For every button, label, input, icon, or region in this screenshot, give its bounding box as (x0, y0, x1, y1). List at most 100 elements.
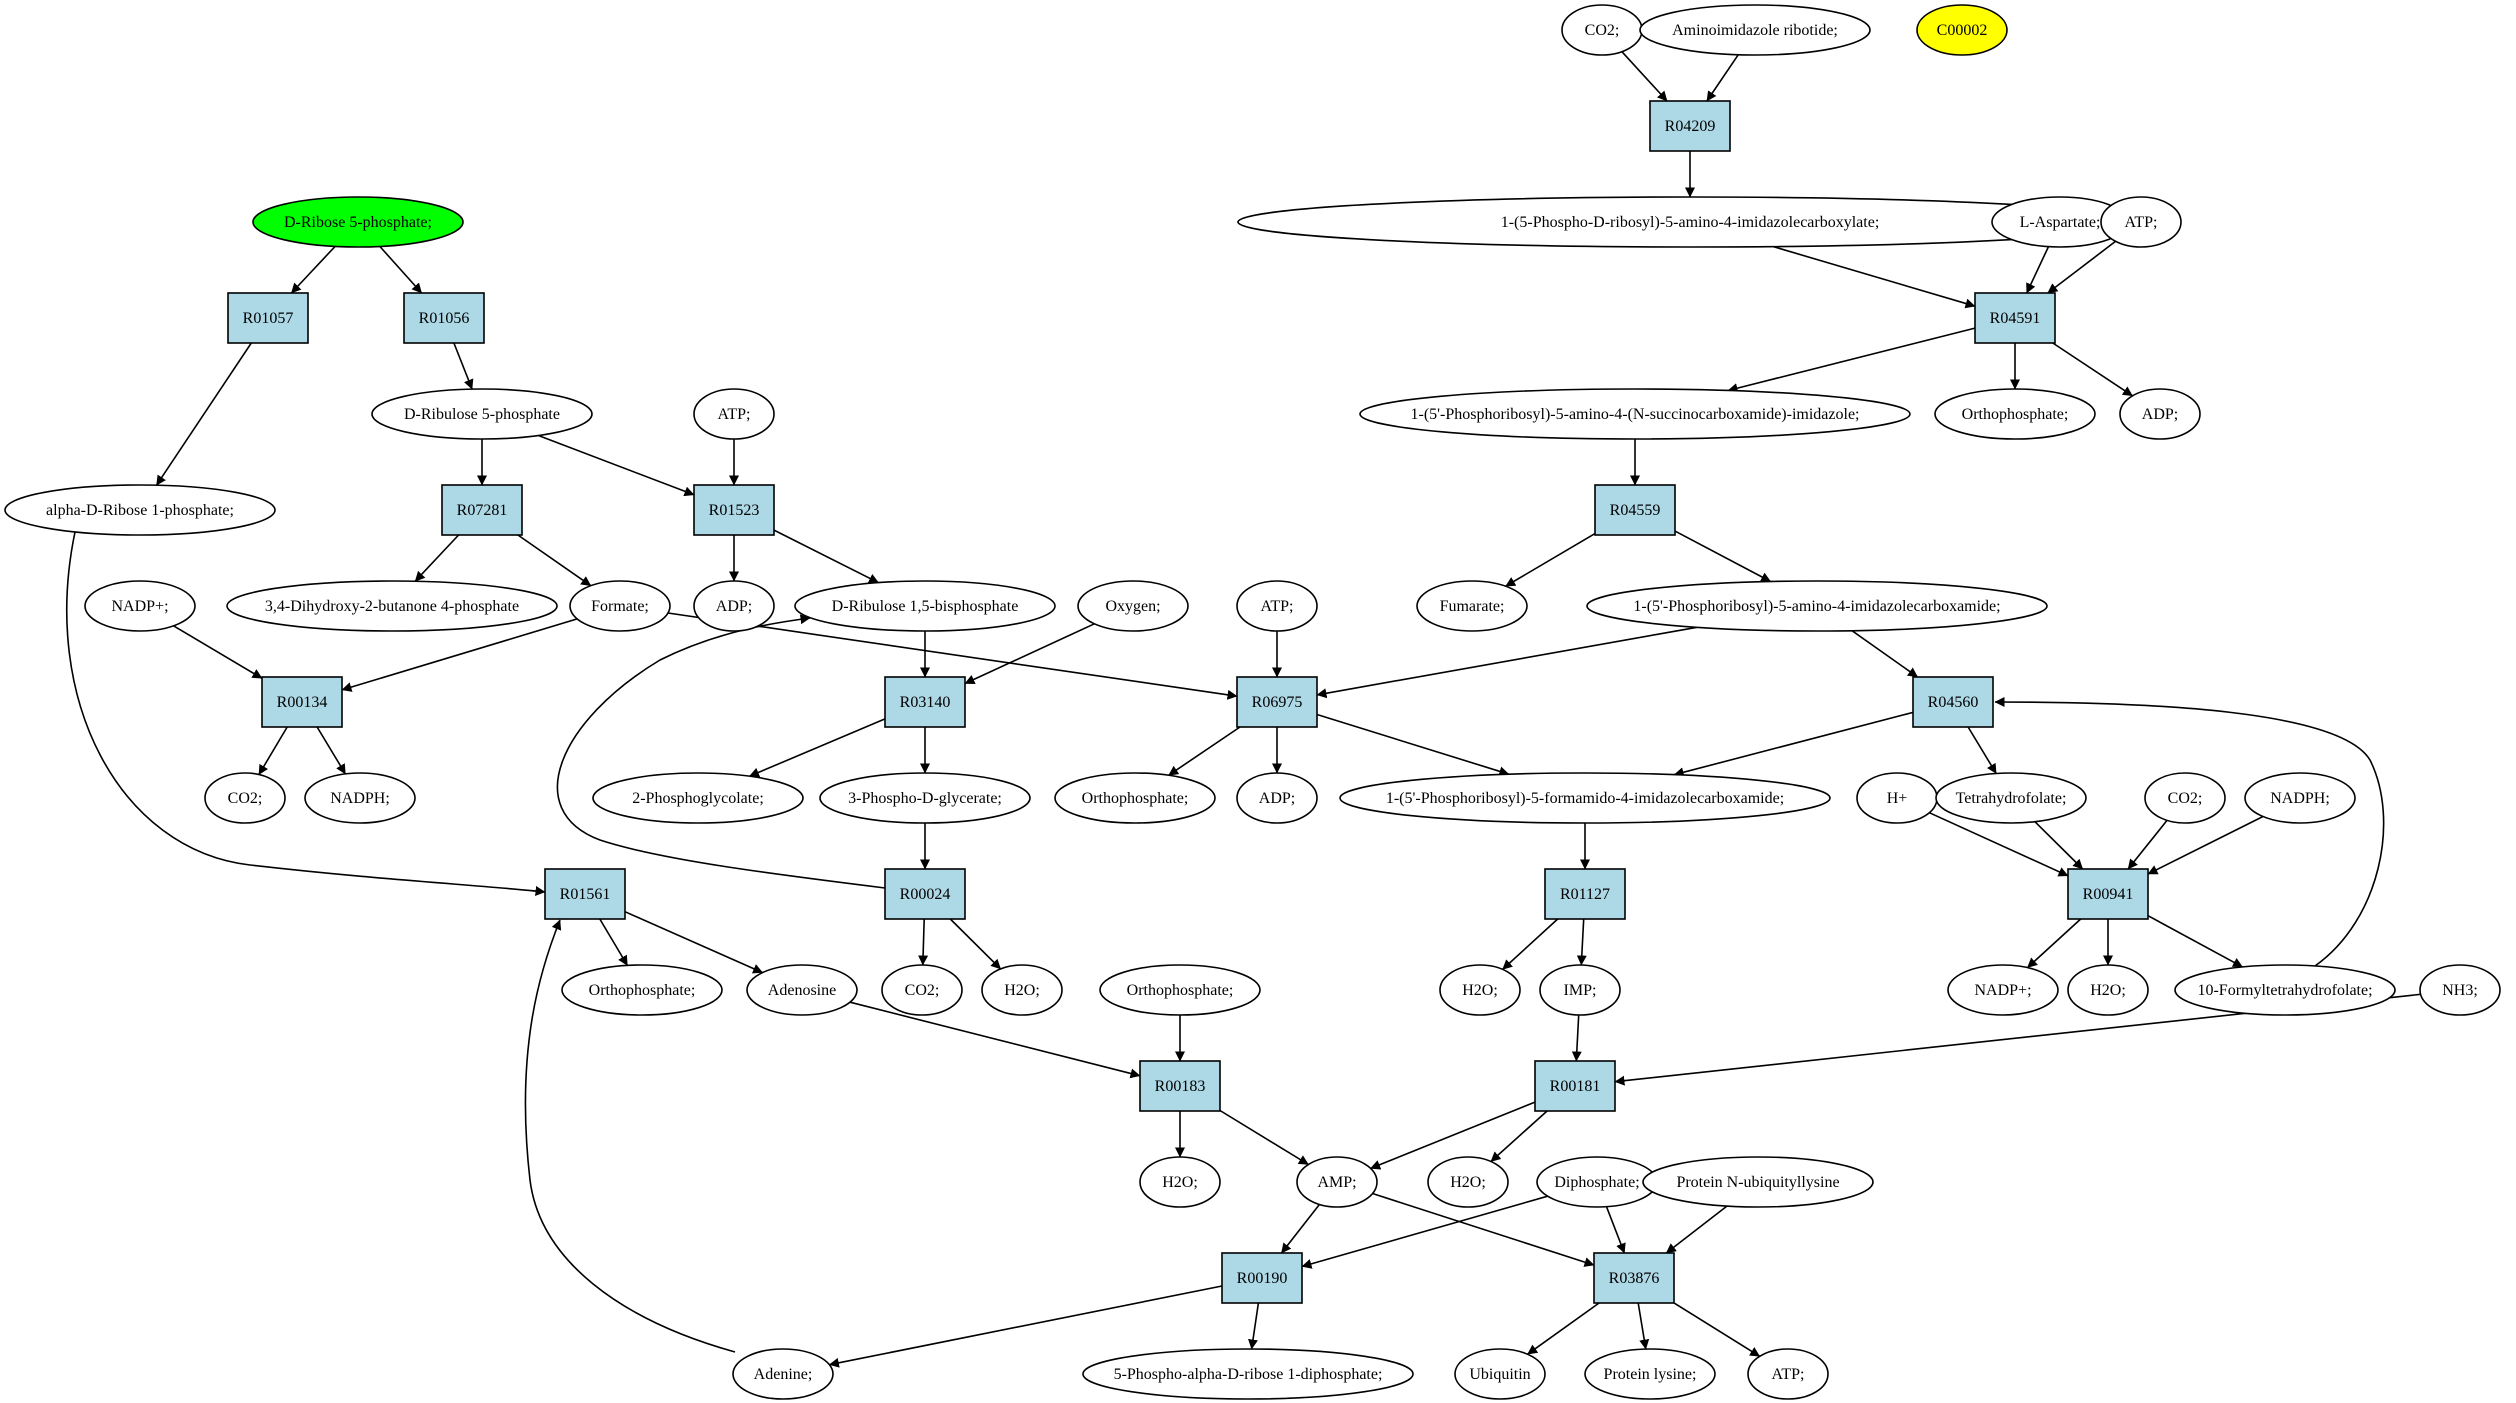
compound-ellipse (4, 484, 276, 536)
edge-r04559-to-imidazolecarboxamide (1674, 530, 1772, 583)
compound-node-ubiquityllysine[interactable]: Protein N-ubiquityllysine (1642, 1156, 1874, 1208)
compound-node-nadp_plus_left[interactable]: NADP+; (84, 580, 196, 632)
node-label: ATP; (718, 406, 751, 423)
reaction-node-r00024[interactable]: R00024 (884, 868, 966, 920)
node-label: H2O; (1462, 982, 1498, 999)
edge-atp_r04591-to-r04591 (2047, 240, 2117, 294)
reaction-node-r03876[interactable]: R03876 (1593, 1252, 1675, 1304)
compound-node-h2o_r00024[interactable]: H2O; (981, 964, 1063, 1016)
compound-ellipse (1539, 964, 1621, 1016)
reaction-node-r06975[interactable]: R06975 (1236, 676, 1318, 728)
compound-node-atp_r06975[interactable]: ATP; (1236, 580, 1318, 632)
compound-node-co2_r00024[interactable]: CO2; (881, 964, 963, 1016)
compound-node-protein_lysine[interactable]: Protein lysine; (1584, 1348, 1716, 1400)
reaction-node-r04559[interactable]: R04559 (1594, 484, 1676, 536)
compound-node-amp[interactable]: AMP; (1296, 1156, 1378, 1208)
compound-node-phosphoglycerate[interactable]: 3-Phospho-D-glycerate; (819, 772, 1031, 824)
compound-node-formate[interactable]: Formate; (569, 580, 671, 632)
reaction-box (884, 676, 966, 728)
compound-ellipse (226, 580, 558, 632)
node-label: Oxygen; (1105, 598, 1160, 615)
reaction-node-r01056[interactable]: R01056 (403, 292, 485, 344)
reaction-node-r04560[interactable]: R04560 (1912, 676, 1994, 728)
reaction-node-r03140[interactable]: R03140 (884, 676, 966, 728)
compound-node-h_plus[interactable]: H+ (1856, 772, 1938, 824)
compound-node-adp_r04591[interactable]: ADP; (2119, 388, 2201, 440)
node-label: Orthophosphate; (1127, 982, 1234, 999)
compound-node-prpp[interactable]: 5-Phospho-alpha-D-ribose 1-diphosphate; (1082, 1348, 1414, 1400)
compound-node-co2_r00941[interactable]: CO2; (2144, 772, 2226, 824)
compound-node-orthophosphate_r04591[interactable]: Orthophosphate; (1934, 388, 2096, 440)
edge-co2_r00941-to-r00941 (2127, 819, 2168, 870)
compound-node-adenosine[interactable]: Adenosine (746, 964, 858, 1016)
reaction-node-r00183[interactable]: R00183 (1139, 1060, 1221, 1112)
compound-node-co2_top[interactable]: CO2; (1561, 4, 1643, 56)
compound-node-aminoimidazole[interactable]: Aminoimidazole ribotide; (1639, 4, 1871, 56)
node-label: Formate; (591, 598, 649, 615)
reaction-node-r01127[interactable]: R01127 (1544, 868, 1626, 920)
edge-r04559-to-fumarate (1505, 532, 1596, 587)
edge-formate-to-r06975 (667, 612, 1238, 700)
reaction-node-r07281[interactable]: R07281 (441, 484, 523, 536)
compound-node-oxygen[interactable]: Oxygen; (1077, 580, 1189, 632)
compound-ellipse (371, 388, 593, 440)
compound-node-ribulose_15bp[interactable]: D-Ribulose 1,5-bisphosphate (794, 580, 1056, 632)
compound-node-succinocarboxamide[interactable]: 1-(5'-Phosphoribosyl)-5-amino-4-(N-succi… (1359, 388, 1911, 440)
compound-node-butanone_4p[interactable]: 3,4-Dihydroxy-2-butanone 4-phosphate (226, 580, 558, 632)
compound-node-c00002[interactable]: C00002 (1916, 4, 2008, 56)
compound-node-orthophosphate_r01561[interactable]: Orthophosphate; (561, 964, 723, 1016)
reaction-node-r01561[interactable]: R01561 (544, 868, 626, 920)
compound-node-h2o_r00181[interactable]: H2O; (1427, 1156, 1509, 1208)
reaction-node-r04591[interactable]: R04591 (1974, 292, 2056, 344)
reaction-node-r01523[interactable]: R01523 (693, 484, 775, 536)
compound-node-orthophosphate_r00183[interactable]: Orthophosphate; (1099, 964, 1261, 1016)
reaction-box (403, 292, 485, 344)
compound-node-h2o_r00941[interactable]: H2O; (2067, 964, 2149, 1016)
compound-node-nadp_plus_r00941[interactable]: NADP+; (1947, 964, 2059, 1016)
edge-r01523-to-ribulose_15bp (773, 529, 879, 584)
reaction-node-r00190[interactable]: R00190 (1221, 1252, 1303, 1304)
compound-node-ubiquitin[interactable]: Ubiquitin (1454, 1348, 1546, 1400)
compound-node-nh3[interactable]: NH3; (2419, 964, 2501, 1016)
compound-ellipse (252, 196, 464, 248)
edge-diphosphate-to-r00190 (1301, 1195, 1548, 1269)
compound-node-atp_r03876[interactable]: ATP; (1747, 1348, 1829, 1400)
reaction-node-r00181[interactable]: R00181 (1534, 1060, 1616, 1112)
compound-node-atp_r04591[interactable]: ATP; (2100, 196, 2182, 248)
reaction-node-r00941[interactable]: R00941 (2067, 868, 2149, 920)
compound-node-adp_r06975[interactable]: ADP; (1236, 772, 1318, 824)
compound-node-alpha_d_ribose_1p[interactable]: alpha-D-Ribose 1-phosphate; (4, 484, 276, 536)
node-label: ADP; (1259, 790, 1295, 807)
compound-node-d_ribose_5p[interactable]: D-Ribose 5-phosphate; (252, 196, 464, 248)
compound-node-formamido[interactable]: 1-(5'-Phosphoribosyl)-5-formamido-4-imid… (1339, 772, 1831, 824)
compound-node-nadph_r00941[interactable]: NADPH; (2244, 772, 2356, 824)
node-label: Protein lysine; (1604, 1366, 1697, 1383)
compound-node-phosphoglycolate[interactable]: 2-Phosphoglycolate; (592, 772, 804, 824)
compound-node-diphosphate[interactable]: Diphosphate; (1536, 1156, 1658, 1208)
compound-ellipse (2244, 772, 2356, 824)
compound-node-nadph_r00134[interactable]: NADPH; (304, 772, 416, 824)
reaction-node-r00134[interactable]: R00134 (261, 676, 343, 728)
compound-node-l_aspartate[interactable]: L-Aspartate; (1991, 196, 2129, 248)
reaction-node-r04209[interactable]: R04209 (1649, 100, 1731, 152)
compound-node-imp[interactable]: IMP; (1539, 964, 1621, 1016)
reaction-node-r01057[interactable]: R01057 (227, 292, 309, 344)
compound-node-co2_r00134[interactable]: CO2; (204, 772, 286, 824)
compound-node-formyltetrahydrofolate[interactable]: 10-Formyltetrahydrofolate; (2174, 964, 2396, 1016)
compound-node-adp_r01523[interactable]: ADP; (693, 580, 775, 632)
compound-node-atp_r01523[interactable]: ATP; (693, 388, 775, 440)
compound-node-fumarate[interactable]: Fumarate; (1416, 580, 1528, 632)
node-label: R01057 (243, 310, 294, 327)
compound-node-h2o_r00183[interactable]: H2O; (1139, 1156, 1221, 1208)
compound-node-phosphoribosyl_carboxylate[interactable]: 1-(5-Phospho-D-ribosyl)-5-amino-4-imidaz… (1237, 196, 2143, 248)
compound-ellipse (1099, 964, 1261, 1016)
compound-node-d_ribulose_5p[interactable]: D-Ribulose 5-phosphate (371, 388, 593, 440)
compound-node-adenine[interactable]: Adenine; (732, 1348, 834, 1400)
node-label: 10-Formyltetrahydrofolate; (2197, 982, 2372, 999)
compound-node-h2o_r01127[interactable]: H2O; (1439, 964, 1521, 1016)
compound-node-orthophosphate_r06975[interactable]: Orthophosphate; (1054, 772, 1216, 824)
compound-node-imidazolecarboxamide[interactable]: 1-(5'-Phosphoribosyl)-5-amino-4-imidazol… (1586, 580, 2048, 632)
edge-imidazolecarboxamide-to-r04560 (1851, 630, 1919, 678)
node-label: H2O; (1450, 1174, 1486, 1191)
compound-node-tetrahydrofolate[interactable]: Tetrahydrofolate; (1935, 772, 2087, 824)
